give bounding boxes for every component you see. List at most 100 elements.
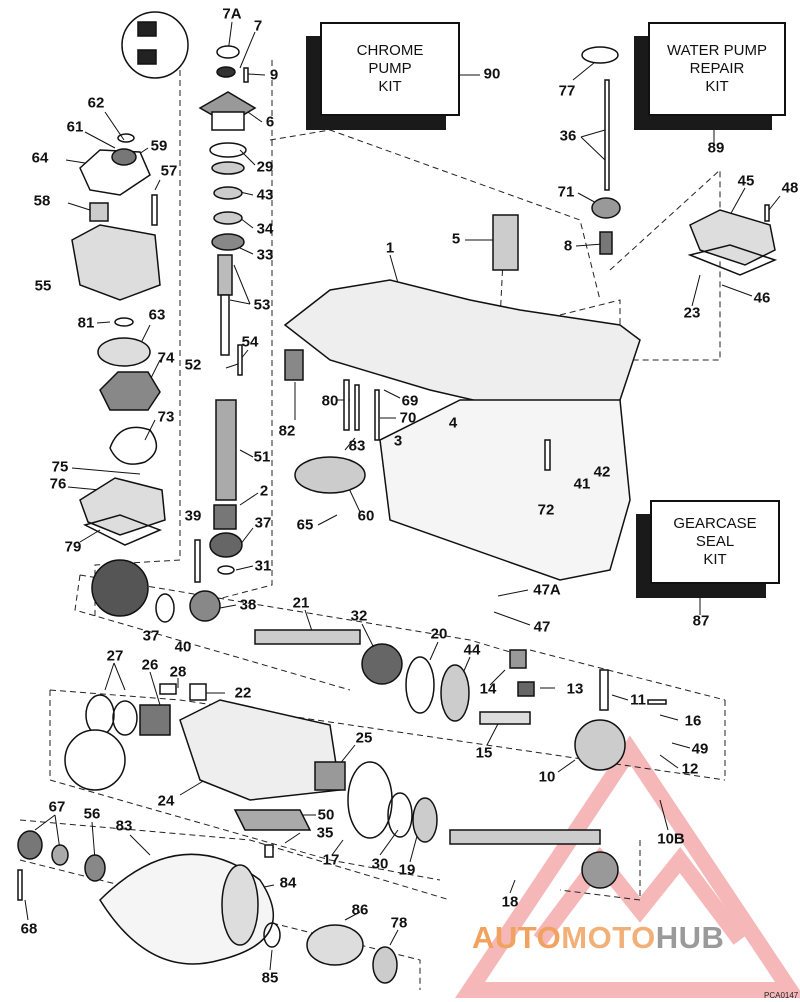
callout-78: 78	[390, 914, 408, 932]
callout-80: 80	[321, 392, 339, 410]
callout-11: 11	[630, 691, 646, 709]
part-53-shaft-upper	[217, 254, 233, 296]
callout-89: 89	[707, 139, 725, 157]
callout-62: 62	[87, 94, 105, 112]
part-14-lever	[509, 649, 527, 669]
callout-33: 33	[256, 246, 274, 264]
chrome-pump-kit-box: CHROME PUMP KIT	[320, 22, 460, 116]
callout-38: 38	[239, 596, 257, 614]
part-21-propshaft	[254, 629, 361, 645]
part-57-screw	[151, 194, 158, 226]
callout-83a: 83	[348, 437, 366, 455]
part-60-trim-tab	[294, 456, 366, 494]
part-68-pin	[17, 869, 23, 901]
part-74-impeller	[99, 371, 161, 411]
part-67-nut	[17, 830, 43, 860]
callout-81: 81	[77, 314, 95, 332]
part-37-forward-gear	[91, 559, 149, 617]
callout-86: 86	[351, 901, 369, 919]
part-54-pin	[237, 344, 243, 376]
part-16-pin	[647, 699, 667, 705]
part-45-cover	[689, 209, 776, 266]
part-56-washer	[84, 854, 106, 882]
callout-4: 4	[448, 414, 458, 432]
part-35-screw	[264, 844, 274, 858]
callout-59: 59	[150, 137, 168, 155]
part-1-gearcase-top	[283, 279, 641, 421]
part-70-bolt	[374, 389, 380, 441]
part-37-gear	[209, 532, 243, 558]
part-67-spacer	[51, 844, 69, 866]
part-34-washer	[213, 211, 243, 225]
part-7a-seal	[216, 45, 240, 59]
part-39-rod	[194, 539, 201, 583]
callout-82: 82	[278, 422, 296, 440]
callout-45: 45	[737, 172, 755, 190]
reference-code: PCA0147	[764, 991, 799, 1000]
part-71-grommet	[591, 197, 621, 219]
callout-30: 30	[371, 855, 389, 873]
part-40-bearing	[155, 593, 175, 623]
callout-28: 28	[169, 663, 187, 681]
part-31-nut	[217, 565, 235, 575]
part-36-tube	[604, 79, 610, 191]
callout-76: 76	[49, 475, 67, 493]
gearcase-seal-kit-box: GEARCASE SEAL KIT	[650, 500, 780, 584]
callout-72: 72	[537, 501, 555, 519]
callout-70: 70	[399, 409, 417, 427]
callout-87: 87	[692, 612, 710, 630]
callout-50: 50	[317, 806, 335, 824]
water-pump-repair-kit-box: WATER PUMP REPAIR KIT	[648, 22, 786, 116]
part-51-drive-shaft	[215, 399, 237, 501]
inset-clip-upper	[137, 21, 157, 37]
kit-line: KIT	[705, 78, 729, 95]
part-44-washer	[440, 664, 470, 722]
callout-48: 48	[781, 179, 799, 197]
callout-53: 53	[253, 296, 271, 314]
watermark-part: HUB	[655, 920, 725, 955]
part-55-housing	[71, 224, 161, 301]
callout-44: 44	[463, 641, 481, 659]
callout-41: 41	[573, 475, 591, 493]
parts	[17, 11, 778, 984]
part-50-retainer	[233, 809, 312, 831]
callout-10: 10	[538, 768, 556, 786]
part-13-link	[517, 681, 535, 697]
callout-40: 40	[174, 638, 192, 656]
part-81-oring	[114, 317, 134, 327]
part-6-body	[211, 111, 245, 131]
watermark-part: MOTO	[561, 920, 656, 955]
callout-8: 8	[563, 237, 573, 255]
part-7-seal	[216, 66, 236, 78]
part-85-bushing	[263, 922, 281, 948]
callout-85: 85	[261, 969, 279, 987]
callout-67: 67	[48, 798, 66, 816]
callout-19: 19	[398, 861, 416, 879]
callout-57: 57	[160, 162, 178, 180]
kit-line: KIT	[378, 78, 402, 95]
part-78-washer	[372, 946, 398, 984]
part-26-bearing	[139, 704, 171, 736]
callout-84: 84	[279, 874, 297, 892]
callout-6: 6	[265, 113, 275, 131]
part-62-oring	[117, 133, 135, 143]
callout-39: 39	[184, 507, 202, 525]
callout-77: 77	[558, 82, 576, 100]
part-15-shaft	[479, 711, 531, 725]
part-59-grommet	[111, 148, 137, 166]
part-23-gasket	[687, 244, 778, 276]
callout-69: 69	[401, 392, 419, 410]
watermark-part: AUTO	[472, 920, 562, 955]
callout-46: 46	[753, 289, 771, 307]
callout-29: 29	[256, 158, 274, 176]
kit-line: WATER PUMP	[667, 42, 767, 59]
callout-14: 14	[479, 680, 497, 698]
callout-25: 25	[355, 729, 373, 747]
callout-68: 68	[20, 920, 38, 938]
part-72-screw	[544, 439, 551, 471]
part-58-liner	[89, 202, 109, 222]
callout-64: 64	[31, 149, 49, 167]
part-79-gasket	[82, 514, 163, 546]
callout-58: 58	[33, 192, 51, 210]
callout-32: 32	[350, 607, 368, 625]
